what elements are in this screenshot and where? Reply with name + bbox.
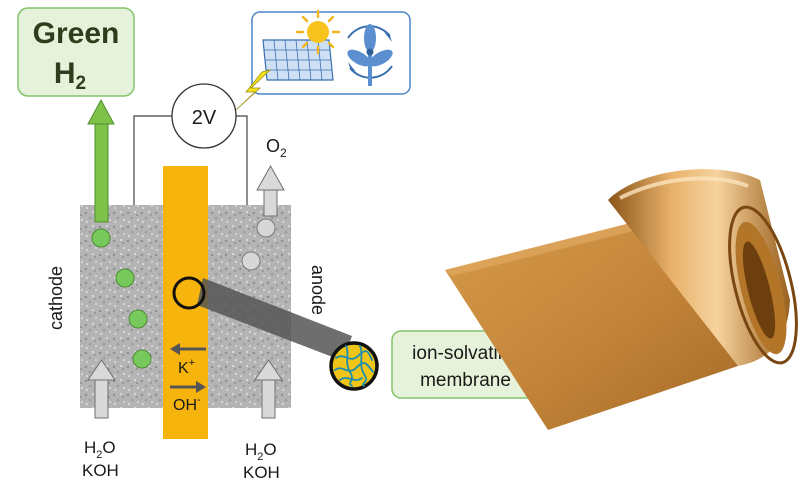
anode-label: anode [308, 265, 328, 315]
wind-turbine-icon [347, 24, 393, 86]
voltage-source: 2V [171, 83, 237, 149]
zoom-origin-circle [172, 276, 206, 310]
sun-icon [295, 9, 341, 55]
input-arrow-left [87, 359, 116, 419]
h2o-label-left: H2O [84, 438, 116, 461]
h2-bubble [91, 228, 111, 248]
zoom-beam [197, 278, 352, 361]
circuit-wires [133, 115, 248, 205]
membrane-film-roll [445, 169, 798, 430]
input-arrow-right [254, 359, 283, 419]
membrane-label-line1: ion-solvating [412, 343, 519, 364]
h2o-label-right: H2O [245, 440, 277, 463]
h2-output-arrow [87, 98, 115, 223]
lightning-icon [235, 69, 272, 111]
o2-bubble [256, 218, 276, 238]
green-h2-box: Green H2 [17, 7, 135, 97]
h2-label: H2 [54, 57, 86, 94]
renewables-box [251, 9, 411, 95]
h2-bubble [128, 309, 148, 329]
h2-bubble [132, 349, 152, 369]
voltage-label: 2V [192, 107, 217, 129]
oh-ion-label: OH- [173, 394, 201, 414]
membrane-microstructure-icon [329, 341, 379, 391]
oxygen-bubbles [241, 218, 276, 271]
o2-output-arrow [256, 164, 285, 217]
o2-label: O2 [266, 136, 287, 160]
o2-bubble [241, 251, 261, 271]
solar-panel-icon [262, 39, 334, 81]
cathode-label: cathode [46, 266, 66, 330]
k-ion-label: K+ [178, 357, 195, 377]
oh-ion-arrow [170, 381, 206, 393]
green-label: Green [33, 17, 120, 50]
koh-label-right: KOH [243, 463, 280, 482]
k-ion-arrow [170, 343, 206, 355]
membrane-label-line2: membrane [420, 370, 511, 391]
koh-label-left: KOH [82, 461, 119, 480]
membrane-label-box: ion-solvating membrane [391, 330, 540, 399]
hydrogen-bubbles [91, 228, 152, 369]
h2-bubble [115, 268, 135, 288]
